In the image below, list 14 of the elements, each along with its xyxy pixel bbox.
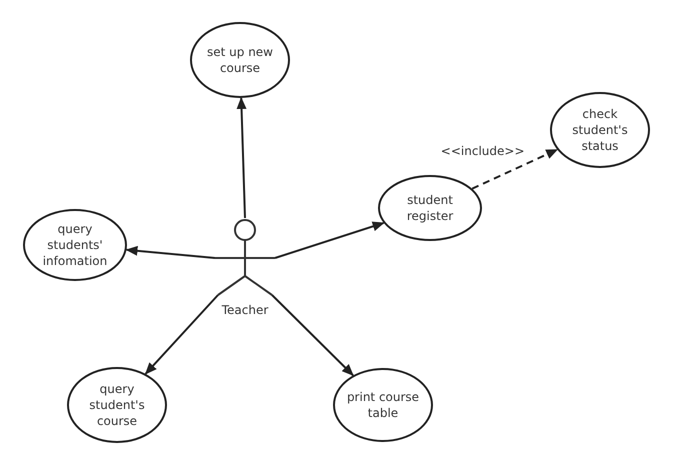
edge-label: <<include>> — [440, 144, 526, 158]
use-case-label: query student's course — [88, 381, 146, 429]
use-case-label: query students' infomation — [42, 221, 108, 269]
arrow — [271, 294, 354, 376]
arrow — [274, 222, 385, 259]
use-case-label: print course table — [346, 389, 420, 421]
use-case-label: set up new course — [206, 44, 274, 76]
dashed-arrow — [472, 148, 558, 190]
arrow — [126, 246, 216, 259]
actor-name: Teacher — [222, 302, 268, 318]
use-case-label: check student's status — [571, 106, 629, 154]
arrow — [144, 294, 219, 375]
use-case-label: student register — [406, 192, 454, 224]
arrow — [236, 97, 247, 218]
